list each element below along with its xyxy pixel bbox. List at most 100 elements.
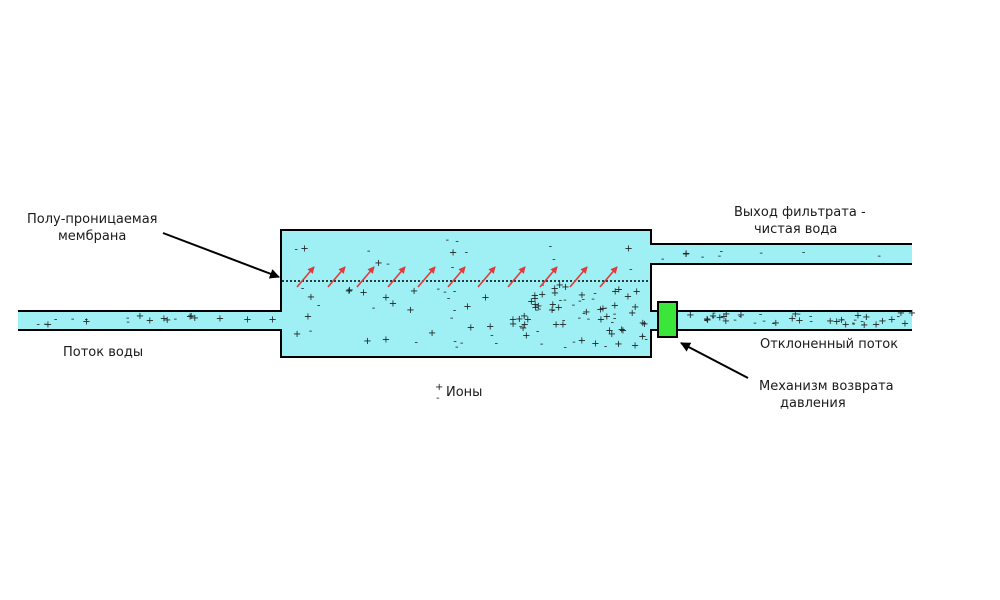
ion-symbol: + — [737, 310, 745, 321]
ion-symbol: + — [772, 318, 780, 329]
ion-symbol: - — [613, 309, 617, 320]
ion-symbol: - — [551, 306, 555, 317]
ion-symbol: + — [191, 313, 199, 324]
ion-symbol: - — [701, 252, 705, 263]
ion-symbol: + — [703, 315, 711, 326]
ion-symbol: - — [301, 283, 305, 294]
ion-symbol: + — [628, 308, 636, 319]
ion-symbol: - — [604, 303, 608, 314]
ion-symbol: + — [243, 315, 251, 326]
ion-symbol: + — [363, 336, 371, 347]
permeate-arrows — [296, 266, 618, 288]
ion-symbol: + — [160, 313, 168, 324]
ion-symbol: - — [443, 287, 447, 298]
ion-symbol: + — [639, 318, 647, 329]
ions-legend-minus: - — [436, 393, 440, 404]
ion-symbol: + — [608, 329, 616, 340]
ion-symbol: + — [837, 315, 845, 326]
ion-symbol: + — [722, 309, 730, 320]
ion-symbol: + — [559, 319, 567, 330]
ion-symbol: - — [126, 313, 130, 324]
ion-symbol: + — [619, 325, 627, 336]
ion-symbol: + — [591, 339, 599, 350]
ion-symbol: - — [720, 246, 724, 257]
ion-symbol: - — [451, 263, 455, 274]
ion-symbol: + — [538, 289, 546, 300]
ion-symbol: + — [854, 311, 862, 322]
ion-symbol: - — [540, 339, 544, 350]
ion-symbol: - — [126, 317, 130, 328]
ion-symbol: + — [833, 317, 841, 328]
ion-symbol: + — [860, 320, 868, 331]
ion-symbol: - — [446, 235, 450, 246]
ion-symbol: + — [578, 290, 586, 301]
ion-symbol: + — [878, 316, 886, 327]
ion-symbol: - — [519, 321, 523, 332]
ion-symbol: + — [618, 324, 626, 335]
permeate-arrow — [599, 266, 618, 288]
ion-symbol: + — [611, 301, 619, 312]
membrane-chamber — [281, 230, 651, 357]
ion-symbol: + — [268, 315, 276, 326]
ion-symbol: + — [548, 305, 556, 316]
ion-symbol: - — [897, 312, 901, 323]
ion-symbol: - — [712, 308, 716, 319]
permeate-arrow — [356, 266, 375, 288]
ion-symbol: - — [447, 293, 451, 304]
ion-symbol: - — [797, 309, 801, 320]
ion-symbol: + — [521, 320, 529, 331]
ion-symbol: - — [460, 338, 464, 349]
ion-symbol: - — [453, 305, 457, 316]
ion-symbol: + — [638, 331, 646, 342]
ion-symbol: - — [437, 284, 441, 295]
ion-symbol: + — [345, 286, 353, 297]
ions-legend: + - Ионы — [435, 382, 482, 404]
pressure-recovery-valve — [657, 301, 678, 338]
ion-symbol: + — [908, 308, 916, 319]
ion-symbol: - — [644, 334, 648, 345]
ion-symbol: + — [686, 310, 694, 321]
ion-symbol: + — [561, 282, 569, 293]
membrane-pointer-arrow — [162, 232, 280, 279]
ion-symbol: + — [449, 247, 457, 258]
ion-symbol: - — [495, 339, 499, 350]
ion-symbol: + — [682, 249, 690, 260]
ion-symbol: + — [709, 311, 717, 322]
ion-symbol: + — [633, 287, 641, 298]
ion-symbol: - — [562, 316, 566, 327]
pressure-label-line1: Механизм возврата — [759, 379, 894, 394]
ion-symbol: - — [563, 295, 567, 306]
ion-symbol: + — [555, 303, 563, 314]
ion-symbol: - — [759, 309, 763, 320]
lower-outline — [18, 329, 912, 358]
ion-symbol: - — [587, 314, 591, 325]
ion-symbol: - — [85, 314, 89, 325]
ion-symbol: - — [704, 316, 708, 327]
ion-symbol: - — [54, 314, 58, 325]
ions-group: +---+++---++++++-++-+-++---+------+-++-+… — [36, 235, 916, 354]
ion-symbol: + — [44, 319, 52, 330]
upper-outline — [18, 229, 912, 312]
ion-symbol: - — [852, 318, 856, 329]
ion-symbol: - — [386, 259, 390, 270]
ion-symbol: + — [382, 334, 390, 345]
ion-symbol: - — [309, 326, 313, 337]
ion-symbol: - — [809, 312, 813, 323]
ion-symbol: - — [582, 295, 586, 306]
ion-symbol: + — [826, 316, 834, 327]
ion-symbol: - — [802, 248, 806, 259]
ion-symbol: + — [897, 308, 905, 319]
ion-symbol: + — [682, 249, 690, 260]
ion-symbol: - — [465, 247, 469, 258]
ion-symbol: - — [536, 327, 540, 338]
ion-symbol: + — [788, 313, 796, 324]
ion-symbol: + — [186, 311, 194, 322]
ion-symbol: + — [578, 335, 586, 346]
ions-legend-plus: + — [435, 382, 443, 393]
ion-symbol: + — [531, 303, 539, 314]
ion-symbol: - — [538, 304, 542, 315]
ion-symbol: + — [359, 287, 367, 298]
ion-symbol: - — [572, 337, 576, 348]
ion-symbol: - — [809, 317, 813, 328]
